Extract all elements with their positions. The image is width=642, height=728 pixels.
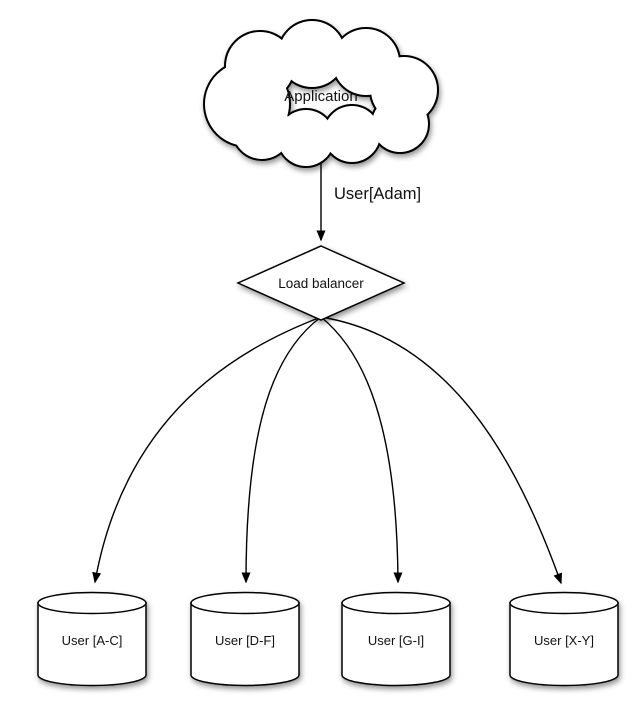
application-label: Application bbox=[284, 88, 357, 105]
cloud-fill bbox=[205, 21, 437, 166]
cylinder-top bbox=[190, 591, 300, 615]
shard-cylinder-1 bbox=[37, 591, 147, 687]
cylinder-body bbox=[341, 602, 451, 687]
arrow-lb-to-shard-3 bbox=[320, 316, 403, 584]
load-balancer-diamond bbox=[236, 245, 406, 321]
arrow-lb-to-shard-2 bbox=[241, 316, 322, 584]
shard-cylinder-4 bbox=[509, 591, 619, 687]
cylinder-body bbox=[37, 602, 147, 687]
cylinder-body bbox=[190, 602, 300, 687]
shard-label-4: User [X-Y] bbox=[534, 633, 594, 648]
arrow-lb-to-shard-1 bbox=[92, 316, 322, 584]
cylinder-body bbox=[509, 602, 619, 687]
cylinder-top bbox=[509, 591, 619, 615]
load-balancer-label: Load balancer bbox=[278, 276, 364, 291]
arrow-lb-to-shard-4 bbox=[320, 316, 563, 585]
shard-cylinder-3 bbox=[341, 591, 451, 687]
edge-label-user-adam: User[Adam] bbox=[334, 185, 421, 203]
shard-label-1: User [A-C] bbox=[62, 633, 123, 648]
shard-label-2: User [D-F] bbox=[215, 633, 275, 648]
diamond-shape bbox=[236, 245, 406, 321]
application-cloud bbox=[203, 19, 439, 168]
cylinder-top bbox=[341, 591, 451, 615]
shard-cylinder-2 bbox=[190, 591, 300, 687]
shard-label-3: User [G-I] bbox=[368, 633, 424, 648]
cylinder-top bbox=[37, 591, 147, 615]
